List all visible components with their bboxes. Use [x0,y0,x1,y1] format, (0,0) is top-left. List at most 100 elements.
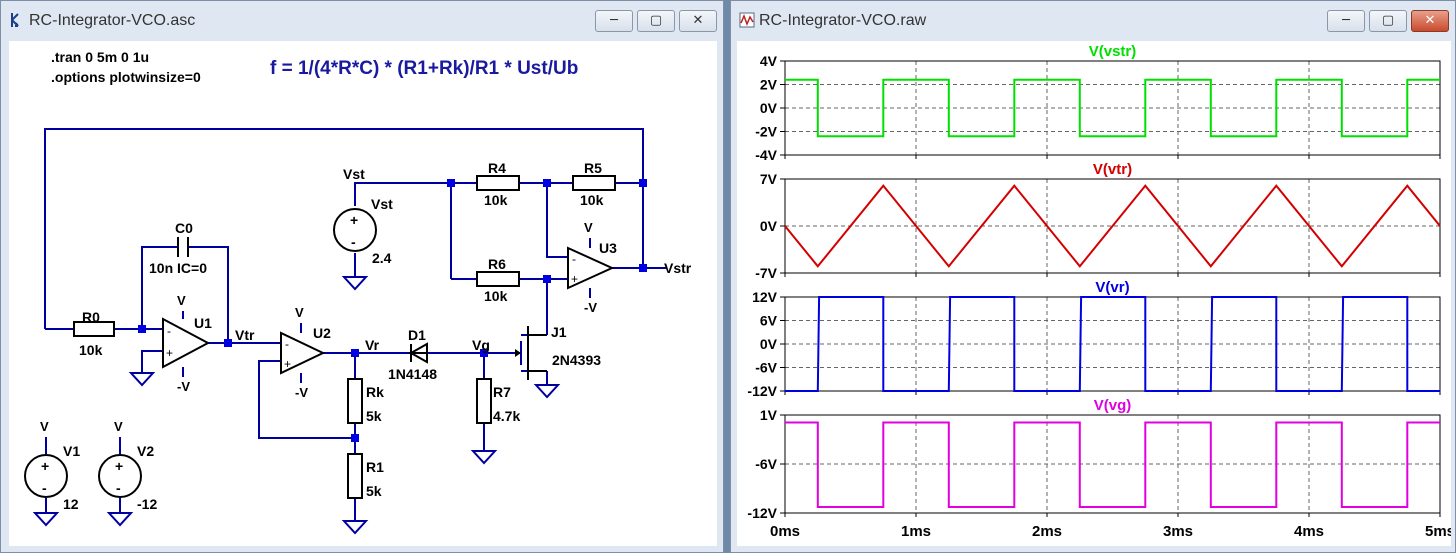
net-vg-label: Vg [472,337,490,353]
u3-plus-pin: + [571,272,578,286]
vst-voltage-source[interactable] [333,208,377,252]
d1-diode[interactable] [408,342,428,364]
rk-resistor[interactable] [347,378,363,424]
y-tick-label: 12V [752,289,778,305]
u2-plus-pin: + [284,357,291,371]
maximize-button[interactable]: ▢ [1369,10,1407,32]
maximize-button[interactable]: ▢ [637,10,675,32]
vst-minus-mark: - [351,234,356,250]
u2-opamp[interactable] [280,331,326,375]
v2-voltage-source[interactable] [98,454,142,498]
vst-plus-mark: + [350,212,358,228]
formula-comment[interactable]: f = 1/(4*R*C) * (R1+Rk)/R1 * Ust/Ub [270,58,578,79]
u2-vcc-label: V [295,305,304,320]
y-tick-label: -4V [755,147,777,163]
options-directive[interactable]: .options plotwinsize=0 [51,69,201,85]
x-tick-label: 4ms [1294,523,1324,540]
tran-directive[interactable]: .tran 0 5m 0 1u [51,49,149,65]
waveform-plots[interactable]: V(vstr)4V2V0V-2V-4VV(vtr)7V0V-7VV(vr)12V… [737,41,1455,546]
r7-resistor[interactable] [476,378,492,424]
u2-name: U2 [313,325,331,341]
x-tick-label: 5ms [1425,523,1451,540]
r0-value: 10k [79,342,103,358]
vst-source-name: Vst [371,196,393,212]
net-vst-label: Vst [343,166,365,182]
schematic-titlebar[interactable]: RC-Integrator-VCO.asc ─ ▢ ✕ [1,1,723,41]
u3-vee-label: -V [584,300,597,315]
r4-resistor[interactable] [476,175,520,191]
maximize-icon: ▢ [1381,13,1395,28]
u1-vcc-label: V [177,293,186,308]
y-tick-label: -6V [755,456,777,472]
plot-title-vr[interactable]: V(vr) [1095,279,1129,296]
ground-symbols [32,276,561,535]
plot-title-vtr[interactable]: V(vtr) [1093,161,1132,178]
jfet-gate-arrow [515,349,521,357]
net-vtr-label: Vtr [235,327,255,343]
u3-minus-pin: - [572,252,576,266]
minimize-button[interactable]: ─ [1327,10,1365,32]
close-button[interactable]: ✕ [679,10,717,32]
y-tick-label: 2V [760,77,778,93]
v1-vcc-label: V [40,419,49,434]
rk-name: Rk [366,384,384,400]
y-tick-label: 7V [760,171,778,187]
trace-vr [785,296,1440,392]
y-tick-label: 1V [760,407,778,423]
v1-plus-mark: + [41,458,49,474]
u2-minus-pin: - [285,337,289,351]
y-tick-label: 0V [760,336,778,352]
y-tick-label: 4V [760,53,778,69]
schematic-canvas[interactable]: + - + - + - - + - + - + V V V V V [9,41,717,546]
v2-value: -12 [137,496,157,512]
plot-title-vstr[interactable]: V(vstr) [1089,43,1137,60]
minimize-icon: ─ [1342,13,1350,28]
close-button[interactable]: ✕ [1411,10,1449,32]
u1-plus-pin: + [166,346,173,360]
u1-name: U1 [194,315,212,331]
minimize-button[interactable]: ─ [595,10,633,32]
u3-name: U3 [599,240,617,256]
v2-minus-mark: - [116,480,121,496]
r1-resistor[interactable] [347,453,363,499]
r1-value: 5k [366,483,382,499]
y-tick-label: -7V [755,265,777,281]
x-tick-label: 0ms [770,523,800,540]
j1-value: 2N4393 [552,352,601,368]
v1-voltage-source[interactable] [24,454,68,498]
vst-source-value: 2.4 [372,250,392,266]
r6-resistor[interactable] [476,271,520,287]
x-tick-label: 2ms [1032,523,1062,540]
d1-value: 1N4148 [388,366,437,382]
c0-capacitor[interactable] [177,237,189,257]
r0-resistor[interactable] [73,321,115,337]
schematic-drawing[interactable]: + - + - + - - + - + - + V V V V V [9,41,717,546]
y-tick-label: -12V [747,505,777,521]
v1-name: V1 [63,443,80,459]
r0-name: R0 [82,309,100,325]
plot-frame [784,414,1441,514]
r7-name: R7 [493,384,511,400]
net-vr-label: Vr [365,337,380,353]
net-vstr-label: Vstr [664,260,692,276]
v2-vcc-label: V [114,419,123,434]
y-tick-label: -2V [755,124,777,140]
close-icon: ✕ [1424,13,1436,28]
j1-jfet[interactable] [527,326,547,380]
r4-name: R4 [488,160,506,176]
trace-vg [785,421,1440,508]
waveform-titlebar[interactable]: RC-Integrator-VCO.raw ─ ▢ ✕ [731,1,1455,41]
r1-name: R1 [366,459,384,475]
c0-value: 10n IC=0 [149,260,207,276]
rk-value: 5k [366,408,382,424]
y-tick-label: -6V [755,360,777,376]
r7-value: 4.7k [493,408,520,424]
minimize-icon: ─ [610,13,618,28]
u1-opamp[interactable] [162,317,211,369]
waveform-window: RC-Integrator-VCO.raw ─ ▢ ✕ V(vstr) 4V 2V 0… [730,0,1456,553]
v2-plus-mark: + [115,458,123,474]
r5-resistor[interactable] [572,175,616,191]
plot-title-vg[interactable]: V(vg) [1094,397,1132,414]
u3-opamp[interactable] [567,246,615,290]
